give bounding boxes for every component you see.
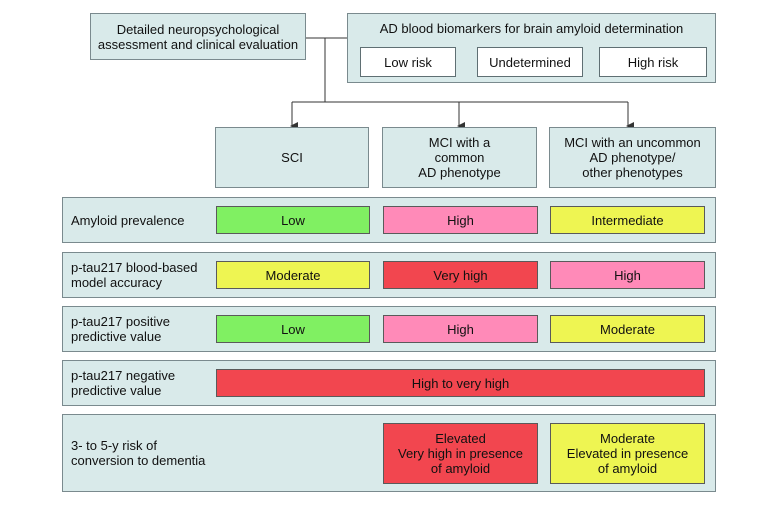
- cell-low: Low: [216, 206, 370, 234]
- row-negative-predictive-value: p-tau217 negative predictive value High …: [62, 360, 716, 406]
- cell-intermediate: Intermediate: [550, 206, 705, 234]
- biomarker-high-risk: High risk: [599, 47, 707, 77]
- cell-moderate: Moderate Elevated in presence of amyloid: [550, 423, 705, 484]
- cell-high-to-very-high: High to very high: [216, 369, 705, 397]
- assessment-box: Detailed neuropsychological assessment a…: [90, 13, 306, 60]
- row-label: p-tau217 negative predictive value: [71, 368, 176, 398]
- cell-very-high: Very high: [383, 261, 538, 289]
- cell-moderate: Moderate: [550, 315, 705, 343]
- cell-high: High: [383, 206, 538, 234]
- biomarker-undetermined: Undetermined: [477, 47, 583, 77]
- biomarker-low-risk: Low risk: [360, 47, 456, 77]
- column-header-sci: SCI: [215, 127, 369, 188]
- cell-low: Low: [216, 315, 370, 343]
- cell-moderate: Moderate: [216, 261, 370, 289]
- column-header-mci-common: MCI with a common AD phenotype: [382, 127, 537, 188]
- cell-high: High: [550, 261, 705, 289]
- row-dementia-risk: 3- to 5-y risk of conversion to dementia…: [62, 414, 716, 492]
- row-label: Amyloid prevalence: [71, 212, 185, 228]
- biomarker-panel: AD blood biomarkers for brain amyloid de…: [347, 13, 716, 83]
- cell-high: High: [383, 315, 538, 343]
- cell-elevated: Elevated Very high in presence of amyloi…: [383, 423, 538, 484]
- column-header-mci-uncommon: MCI with an uncommon AD phenotype/ other…: [549, 127, 716, 188]
- row-label: 3- to 5-y risk of conversion to dementia: [71, 438, 206, 468]
- biomarker-title: AD blood biomarkers for brain amyloid de…: [379, 21, 684, 36]
- row-label: p-tau217 positive predictive value: [71, 314, 171, 344]
- row-label: p-tau217 blood-based model accuracy: [71, 260, 198, 290]
- row-amyloid-prevalence: Amyloid prevalence Low High Intermediate: [62, 197, 716, 243]
- row-positive-predictive-value: p-tau217 positive predictive value Low H…: [62, 306, 716, 352]
- row-model-accuracy: p-tau217 blood-based model accuracy Mode…: [62, 252, 716, 298]
